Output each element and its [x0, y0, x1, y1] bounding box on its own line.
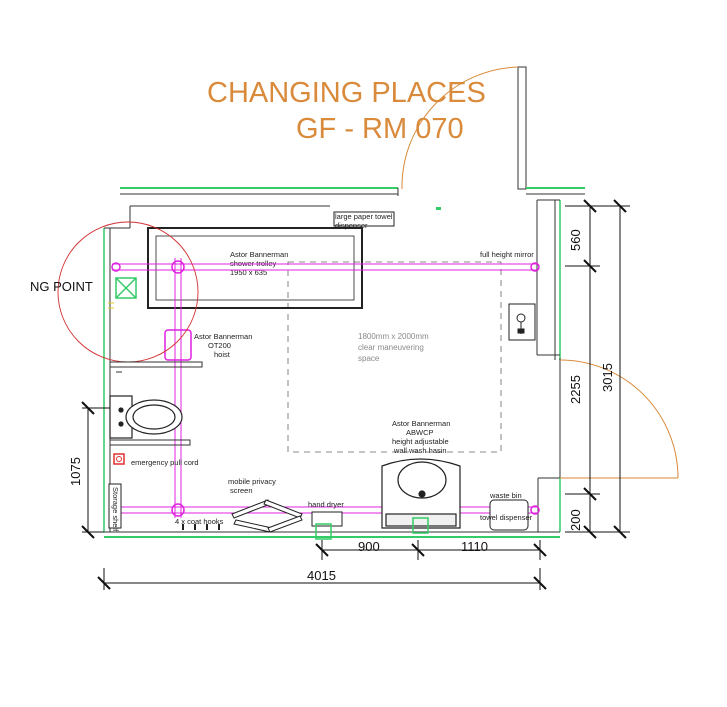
space-label-1: 1800mm x 2000mm: [358, 332, 429, 341]
yellow-markers: [108, 302, 114, 309]
storage-label: Storage shelf: [111, 487, 120, 532]
dim-right-mid: 2255: [568, 375, 583, 404]
paper-towel-dispenser: [333, 211, 395, 227]
space-label-2: clear maneuvering: [358, 343, 424, 352]
trolley-label-3: 1950 x 635: [230, 268, 267, 277]
entry-door: [401, 66, 527, 190]
dimension-lines: [81, 199, 630, 590]
coat-hooks-label: 4 x coat hooks: [175, 517, 224, 526]
plan-title-line2: GF - RM 070: [296, 113, 464, 145]
screen-label-1: mobile privacy: [228, 477, 276, 486]
hoist-label-3: hoist: [214, 350, 231, 359]
dim-left: 1075: [68, 457, 83, 486]
privacy-screen: [231, 499, 303, 533]
paper-towel-label-2: dispenser: [335, 221, 368, 230]
basin-label-2: ABWCP: [406, 428, 434, 437]
basin-label-3: height adjustable: [392, 437, 449, 446]
floor-sockets: [315, 517, 429, 540]
dim-right-top: 560: [568, 229, 583, 251]
maneuvering-space: [287, 261, 502, 453]
pull-cord-icon: [113, 453, 125, 465]
hoist-track: [111, 258, 540, 518]
tap-fixture: [508, 303, 536, 341]
space-label-3: space: [358, 354, 380, 363]
lifting-point-box: [115, 277, 137, 299]
plan-title-line1: CHANGING PLACES: [207, 77, 486, 109]
hand-dryer: [311, 511, 343, 527]
hoist-label-2: OT200: [208, 341, 231, 350]
dim-right-total: 3015: [600, 363, 615, 392]
room-walls: [103, 187, 585, 538]
wc-toilet: [109, 395, 183, 439]
hoist-label-1: Astor Bannerman: [194, 332, 252, 341]
wash-basin: [381, 458, 461, 529]
coat-hooks: [182, 524, 220, 530]
pull-cord-ring: [116, 456, 122, 462]
side-door: [559, 358, 679, 479]
waste-bin-label: waste bin: [489, 491, 522, 500]
storage-shelf: [108, 483, 122, 529]
wall-marker: [436, 207, 441, 210]
dim-bottom-mid2: 1110: [461, 539, 488, 554]
towel-dispenser-label: towel dispenser: [480, 513, 533, 522]
pull-cord-label: emergency pull cord: [131, 458, 199, 467]
hand-dryer-label: hand dryer: [308, 500, 344, 509]
grab-rails: [109, 361, 203, 446]
dim-bottom-mid1: 900: [358, 539, 380, 554]
paper-towel-label-1: large paper towel: [335, 212, 393, 221]
mirror-label: full height mirror: [480, 250, 534, 259]
callout-label: NG POINT: [30, 279, 93, 294]
trolley-label-1: Astor Bannerman: [230, 250, 288, 259]
shower-trolley: [147, 227, 363, 309]
dim-right-bottom: 200: [568, 509, 583, 531]
basin-label-4: wall wash hasin: [393, 446, 447, 455]
screen-label-2: screen: [230, 486, 253, 495]
basin-label-1: Astor Bannerman: [392, 419, 450, 428]
waste-bin: [489, 499, 529, 531]
dim-bottom-total: 4015: [307, 568, 336, 583]
